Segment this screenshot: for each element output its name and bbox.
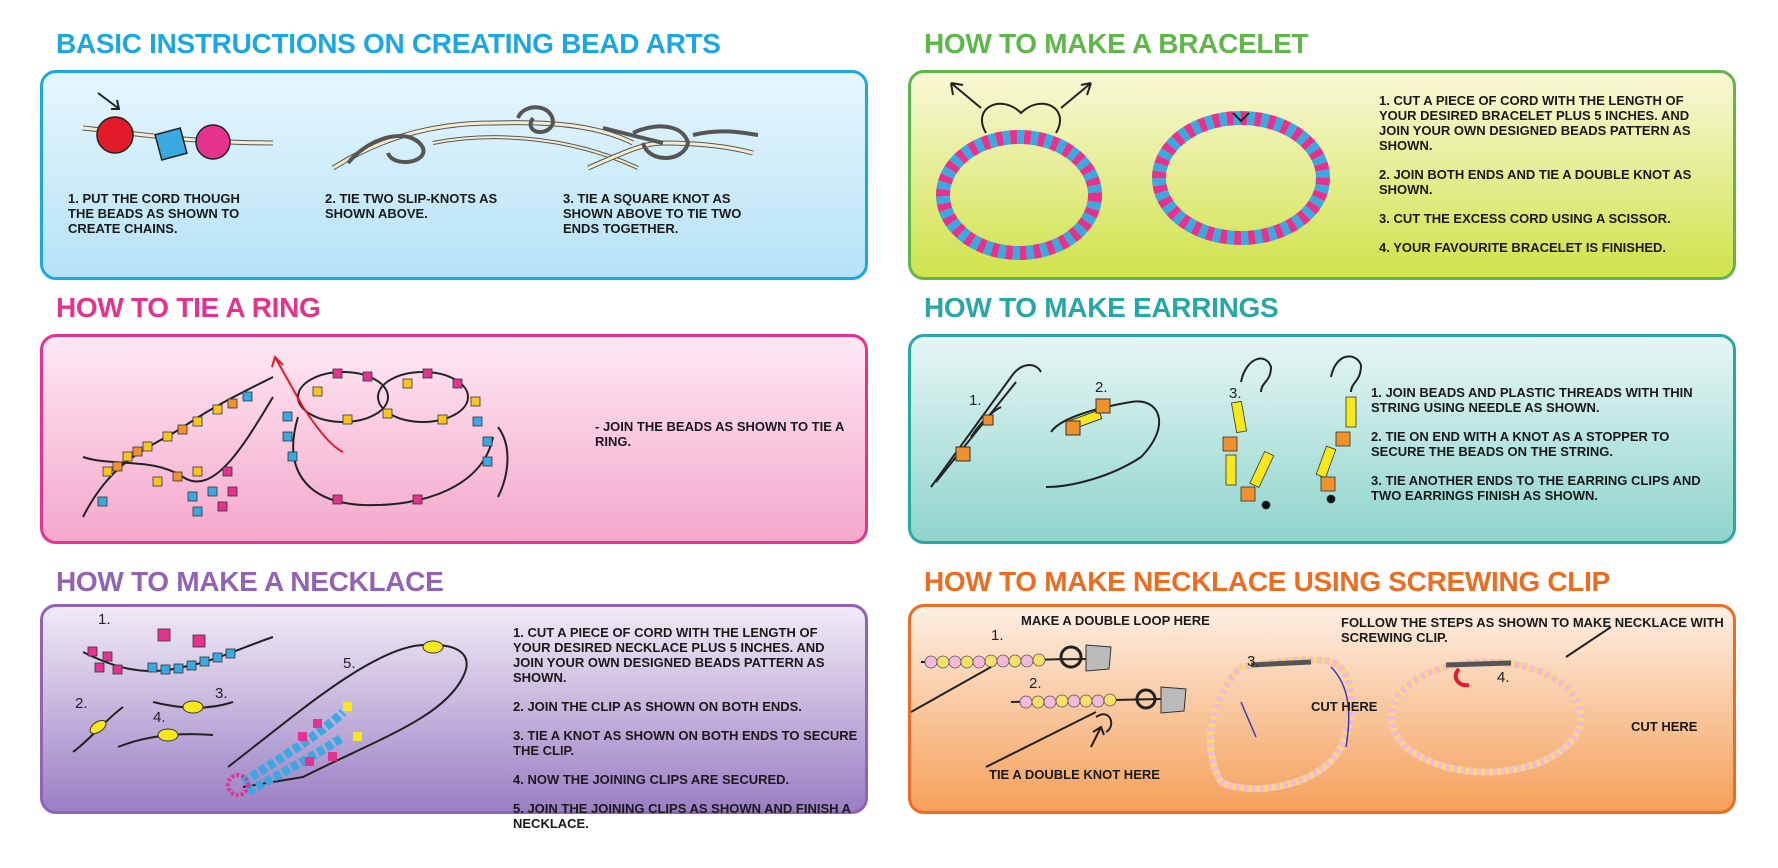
clip-number-4: 4. <box>1497 669 1510 686</box>
slip-knot-drawing <box>331 105 639 171</box>
earring-step-1-drawing <box>930 364 1042 488</box>
clip-title: HOW TO MAKE NECKLACE USING SCREWING CLIP <box>924 566 1610 597</box>
ring-instructions: - JOIN THE BEADS AS SHOWN TO TIE A RING. <box>595 419 844 449</box>
bracelet-step-1: 1. CUT A PIECE OF CORD WITH THE LENGTH O… <box>1379 93 1691 153</box>
necklace-number-3: 3. <box>215 685 228 702</box>
necklace-step-3: 3. TIE A KNOT AS SHOWN ON BOTH ENDS TO S… <box>513 728 858 758</box>
ring-loop-drawing <box>271 355 509 507</box>
clip-double-knot-label: TIE A DOUBLE KNOT HERE <box>989 767 1160 782</box>
necklace-instructions: 1. CUT A PIECE OF CORD WITH THE LENGTH O… <box>513 625 858 845</box>
necklace-step-2: 2. JOIN THE CLIP AS SHOWN ON BOTH ENDS. <box>513 699 802 714</box>
section-basic: BASIC INSTRUCTIONS ON CREATING BEAD ARTS <box>40 28 872 280</box>
basic-illustration <box>82 92 759 171</box>
section-screw-clip: HOW TO MAKE NECKLACE USING SCREWING CLIP <box>908 566 1740 814</box>
clip-number-2: 2. <box>1029 675 1042 692</box>
earrings-number-2: 2. <box>1095 379 1108 396</box>
bracelet-title: HOW TO MAKE A BRACELET <box>924 28 1309 59</box>
earrings-number-1: 1. <box>969 392 982 409</box>
bead-chain-drawing <box>82 92 274 161</box>
clip-panel: 1. 2. 3. 4. MAKE A DOUBLE LOOP HERE TIE … <box>908 604 1736 814</box>
clip-step-3-drawing <box>1207 656 1356 793</box>
necklace-title: HOW TO MAKE A NECKLACE <box>56 566 444 597</box>
section-earrings: HOW TO MAKE EARRINGS <box>908 292 1740 544</box>
ring-chain-drawing <box>82 376 274 518</box>
clip-illustration <box>910 626 1612 793</box>
ring-illustration <box>82 355 509 518</box>
basic-title: BASIC INSTRUCTIONS ON CREATING BEAD ARTS <box>56 28 721 59</box>
square-knot-drawing <box>587 124 759 171</box>
bracelet-illustration <box>936 82 1330 260</box>
section-necklace: HOW TO MAKE A NECKLACE <box>40 566 872 831</box>
bracelet-panel: 1. CUT A PIECE OF CORD WITH THE LENGTH O… <box>908 70 1736 280</box>
clip-step-2-drawing <box>985 686 1187 768</box>
earring-step-2-drawing <box>1045 400 1160 488</box>
earrings-illustration <box>930 355 1363 510</box>
clip-cut-here-label-1: CUT HERE <box>1311 699 1378 714</box>
bracelet-step-4: 4. YOUR FAVOURITE BRACELET IS FINISHED. <box>1379 240 1666 255</box>
necklace-step-5-drawing <box>226 640 468 797</box>
earring-beads <box>1222 396 1357 510</box>
necklace-number-2: 2. <box>75 695 88 712</box>
earrings-step-1: 1. JOIN BEADS AND PLASTIC THREADS WITH T… <box>1371 385 1693 415</box>
clip-cut-here-label-2: CUT HERE <box>1631 719 1698 734</box>
clip-number-1: 1. <box>991 627 1004 644</box>
basic-step-2: 2. TIE TWO SLIP-KNOTS AS SHOWN ABOVE. <box>325 191 498 221</box>
bracelet-step-2: 2. JOIN BOTH ENDS AND TIE A DOUBLE KNOT … <box>1379 167 1692 197</box>
necklace-step-5: 5. JOIN THE JOINING CLIPS AS SHOWN AND F… <box>513 801 851 831</box>
earring-step-3-drawing <box>1240 355 1363 393</box>
section-ring: HOW TO TIE A RING <box>40 292 872 544</box>
clip-double-loop-label: MAKE A DOUBLE LOOP HERE <box>1021 613 1210 628</box>
earrings-step-3: 3. TIE ANOTHER ENDS TO THE EARRING CLIPS… <box>1371 473 1701 503</box>
basic-panel: 1. PUT THE CORD THOUGH THE BEADS AS SHOW… <box>40 70 868 280</box>
bracelet-instructions: 1. CUT A PIECE OF CORD WITH THE LENGTH O… <box>1379 93 1709 269</box>
basic-step-3: 3. TIE A SQUARE KNOT AS SHOWN ABOVE TO T… <box>563 191 742 236</box>
bracelet-step-3: 3. CUT THE EXCESS CORD USING A SCISSOR. <box>1379 211 1671 226</box>
clip-number-3: 3. <box>1247 653 1260 670</box>
necklace-number-4: 4. <box>153 709 166 726</box>
bracelet-open-drawing <box>950 82 1092 134</box>
earrings-number-3: 3. <box>1229 385 1242 402</box>
earrings-instructions: 1. JOIN BEADS AND PLASTIC THREADS WITH T… <box>1371 385 1711 517</box>
necklace-number-5: 5. <box>343 655 356 672</box>
earrings-step-2: 2. TIE ON END WITH A KNOT AS A STOPPER T… <box>1371 429 1670 459</box>
earrings-title: HOW TO MAKE EARRINGS <box>924 292 1279 323</box>
basic-step-1: 1. PUT THE CORD THOUGH THE BEADS AS SHOW… <box>68 191 240 236</box>
necklace-panel: 1. 2. 3. 4. 5. 1. CUT A PIECE OF CORD WI… <box>40 604 868 831</box>
necklace-number-1: 1. <box>98 611 111 628</box>
necklace-step-1: 1. CUT A PIECE OF CORD WITH THE LENGTH O… <box>513 625 825 685</box>
necklace-step-1-drawing <box>82 628 274 675</box>
section-bracelet: HOW TO MAKE A BRACELET 1. CUT A PIECE OF… <box>908 28 1740 280</box>
clip-follow-text: FOLLOW THE STEPS AS SHOWN TO MAKE NECKLA… <box>1341 615 1724 645</box>
ring-panel: - JOIN THE BEADS AS SHOWN TO TIE A RING. <box>40 334 868 544</box>
necklace-illustration <box>72 628 468 797</box>
clip-step-4-drawing <box>1387 626 1612 776</box>
necklace-step-4: 4. NOW THE JOINING CLIPS ARE SECURED. <box>513 772 790 787</box>
clip-step-1-drawing <box>910 644 1112 713</box>
earrings-panel: 1. 2. 3. 1. JOIN BEADS AND PLASTIC THREA… <box>908 334 1736 544</box>
ring-loop-beads <box>282 368 493 505</box>
ring-title: HOW TO TIE A RING <box>56 292 321 323</box>
